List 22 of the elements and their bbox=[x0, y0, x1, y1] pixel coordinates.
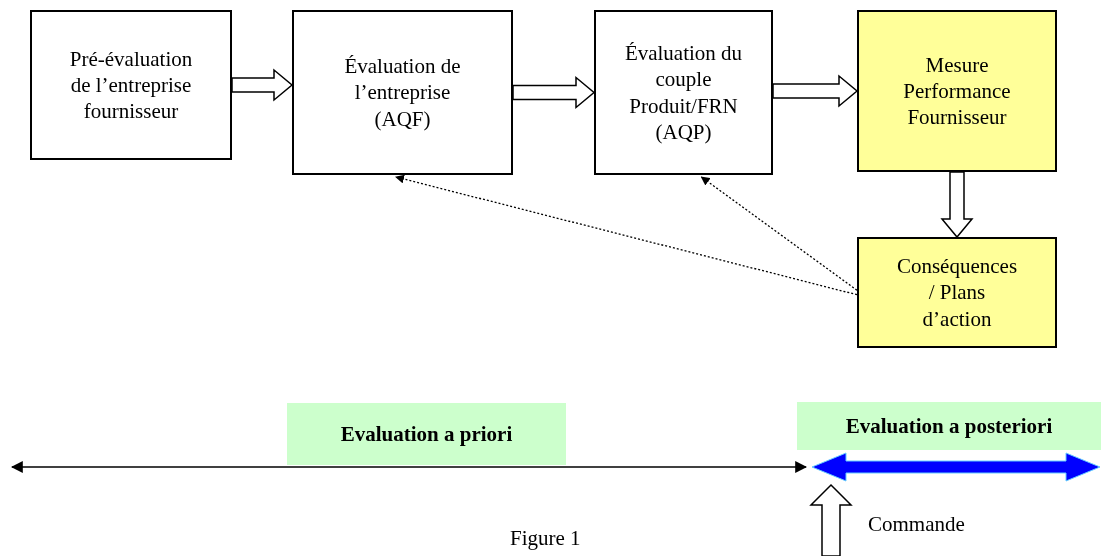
process-box bbox=[30, 10, 232, 160]
block-arrow bbox=[231, 68, 294, 102]
process-box bbox=[857, 237, 1057, 348]
dotted-arrow bbox=[395, 174, 858, 296]
process-box bbox=[594, 10, 773, 175]
phase-label bbox=[287, 403, 566, 465]
box-text: Évaluation du couple Produit/FRN (AQP) bbox=[623, 40, 744, 145]
box-text: Mesure Performance Fournisseur bbox=[902, 51, 1012, 131]
dotted-arrow bbox=[700, 176, 858, 291]
block-arrow bbox=[940, 171, 974, 239]
box-text: Evaluation a priori bbox=[340, 420, 513, 448]
block-arrow bbox=[772, 74, 859, 108]
figure-caption: Figure 1 bbox=[510, 526, 581, 551]
process-box bbox=[857, 10, 1057, 172]
box-text: Pré-évaluation de l’entreprise fournisseur bbox=[68, 45, 194, 125]
box-text: Evaluation a posteriori bbox=[845, 412, 1053, 440]
box-text: Évaluation de l’entreprise (AQF) bbox=[343, 53, 462, 132]
block-arrow bbox=[512, 75, 596, 110]
phase-label bbox=[797, 402, 1101, 450]
process-box bbox=[292, 10, 513, 175]
text-label: Commande bbox=[868, 512, 965, 537]
box-text: Conséquences / Plans d’action bbox=[895, 253, 1019, 332]
